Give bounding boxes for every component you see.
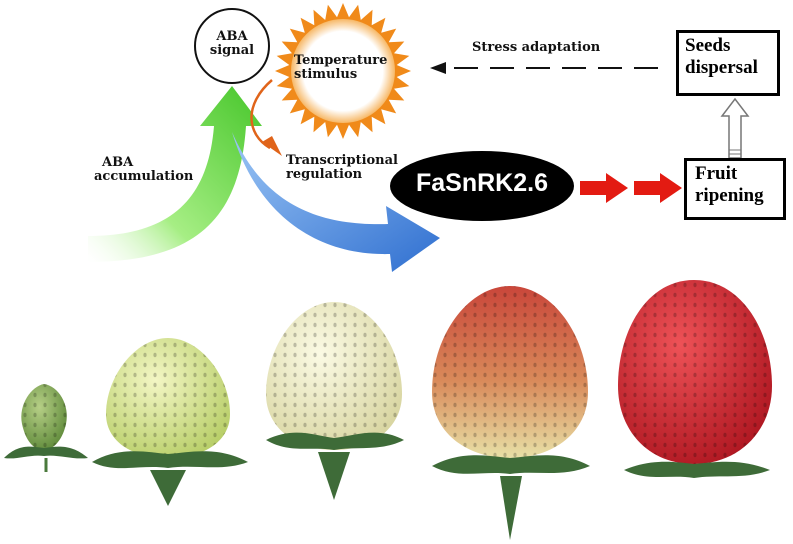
- strawberry-white: [266, 302, 404, 500]
- sun-icon: [275, 3, 411, 139]
- seeds-dispersal-line1: Seeds: [685, 35, 731, 56]
- kinase-label: FaSnRK2.6: [416, 169, 548, 197]
- transcriptional-line2: regulation: [286, 167, 363, 183]
- aba-signal-circle: [194, 8, 270, 84]
- signal-to-kinase-arrow: [232, 132, 440, 272]
- strawberry-small-green: [4, 384, 88, 472]
- fruit-ripening-box: Fruit ripening: [684, 158, 786, 220]
- red-arrow-2: [634, 173, 682, 203]
- aba-signal-label: ABA signal: [204, 29, 260, 59]
- aba-accumulation-line2: accumulation: [94, 169, 194, 185]
- strawberry-turning: [432, 286, 590, 540]
- kinase-ellipse: [390, 151, 574, 221]
- aba-signal-line1: ABA: [216, 29, 248, 44]
- aba-signal-line2: signal: [209, 43, 255, 59]
- aba-accumulation-label: ABA accumulation: [94, 155, 194, 185]
- strawberry-large-green: [92, 338, 248, 506]
- seeds-dispersal-box: Seeds dispersal: [676, 30, 780, 96]
- aba-accumulation-line1: ABA: [102, 155, 134, 170]
- red-arrow-1: [580, 173, 628, 203]
- stress-adaptation-arrowhead: [430, 62, 446, 74]
- temperature-line2: stimulus: [294, 67, 358, 83]
- fruit-ripening-line1: Fruit: [695, 163, 738, 184]
- ripening-to-seeds-arrow: [720, 97, 750, 159]
- temperature-arrowhead: [262, 136, 282, 156]
- temperature-arrow: [250, 79, 273, 150]
- temperature-line1: Temperature: [294, 53, 388, 68]
- seeds-dispersal-line2: dispersal: [685, 56, 758, 78]
- transcriptional-regulation-label: Transcriptional regulation: [286, 153, 398, 183]
- temperature-label: Temperature stimulus: [294, 53, 388, 83]
- aba-accumulation-arrow: [88, 86, 262, 262]
- stress-adaptation-label: Stress adaptation: [472, 40, 601, 55]
- strawberry-red-ripe: [618, 280, 772, 478]
- transcriptional-line1: Transcriptional: [286, 153, 398, 168]
- fruit-ripening-line2: ripening: [695, 184, 764, 206]
